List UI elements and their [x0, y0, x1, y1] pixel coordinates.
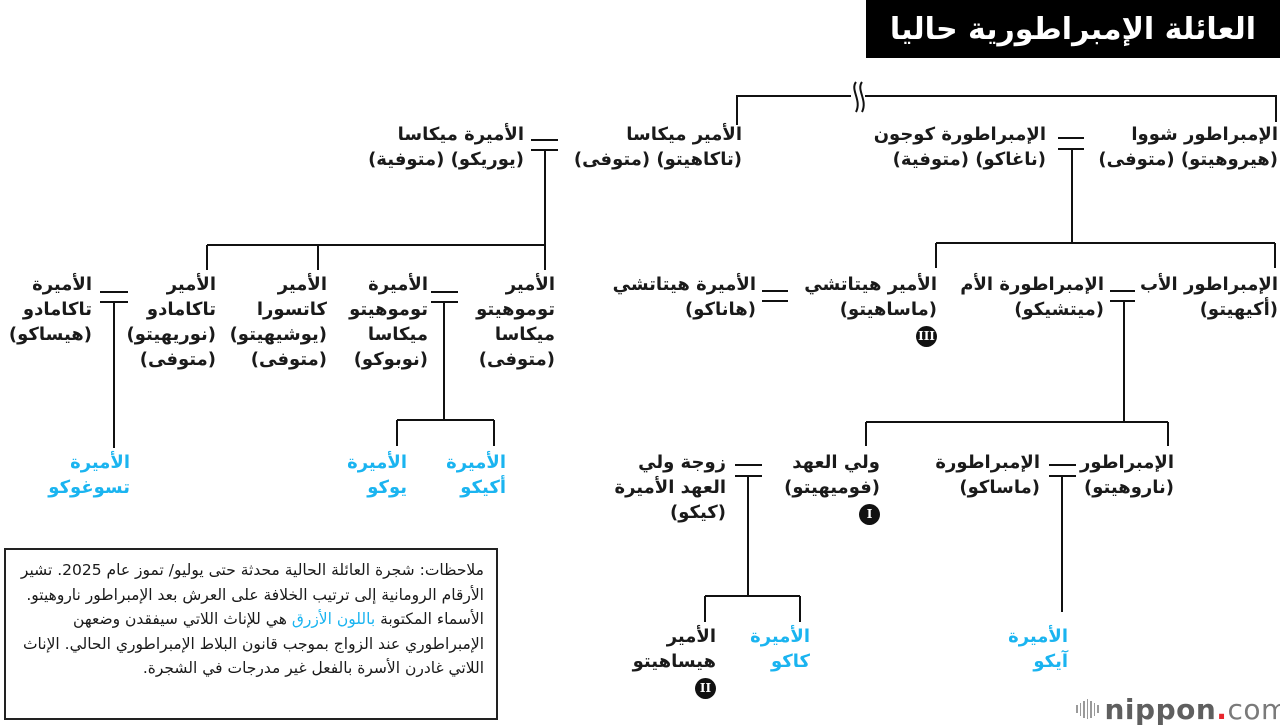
person-emperor-showa: الإمبراطور شووا (هيروهيتو) (متوفى): [1098, 122, 1278, 172]
succession-badge-icon: III: [916, 326, 937, 347]
page-title: العائلة الإمبراطورية حاليا: [866, 0, 1280, 58]
person-name: تاكامادو: [146, 299, 216, 320]
person-emperor-emeritus-akihito: الإمبراطور الأب (أكيهيتو): [1140, 272, 1278, 322]
person-name: (يوريكو) (متوفية): [368, 149, 524, 170]
person-status: (متوفى): [250, 349, 327, 370]
person-title: الأميرة هيتاتشي: [612, 274, 756, 295]
logo-dot: .: [1216, 692, 1228, 726]
person-prince-katsura: الأمير كاتسورا (يوشيهيتو) (متوفى): [230, 272, 327, 372]
person-title: الأمير: [166, 274, 216, 295]
succession-badge-icon: II: [695, 678, 716, 699]
person-name: (هيروهيتو) (متوفى): [1098, 149, 1278, 170]
person-title: الأمير ميكاسا: [626, 124, 742, 145]
person-title: الأميرة: [368, 274, 428, 295]
person-crown-prince-fumihito: ولي العهد (فوميهيتو) I: [784, 450, 880, 525]
person-title: الأمير: [505, 274, 555, 295]
person-empress-kojun: الإمبراطورة كوجون (ناغاكو) (متوفية): [874, 122, 1046, 172]
person-emperor-naruhito: الإمبراطور (ناروهيتو): [1080, 450, 1174, 500]
person-name-given: (يوشيهيتو): [229, 324, 327, 345]
logo-tld: com: [1227, 692, 1280, 726]
person-name: آيكو: [1033, 651, 1068, 672]
succession-badge-wrapper: II: [633, 674, 716, 699]
person-prince-tomohito: الأمير توموهيتو ميكاسا (متوفى): [476, 272, 555, 372]
person-name-given: (هيساكو): [8, 324, 92, 345]
person-princess-hitachi: الأميرة هيتاتشي (هاناكو): [613, 272, 756, 322]
person-title: الإمبراطورة كوجون: [873, 124, 1046, 145]
person-title: زوجة ولي: [638, 452, 726, 473]
person-name: (كيكو): [669, 502, 726, 523]
notes-text-continued: هي للإناث اللاتي سيفقدن وضعهن الإمبراطور…: [22, 610, 484, 677]
sound-wave-icon: [1076, 699, 1099, 719]
succession-badge-wrapper: I: [784, 500, 880, 525]
person-name: (ناروهيتو): [1084, 477, 1174, 498]
person-prince-hitachi: الأمير هيتاتشي (ماساهيتو) III: [804, 272, 937, 347]
break-mark-icon: [853, 81, 865, 113]
person-status: (متوفى): [478, 349, 555, 370]
person-name: أكيكو: [460, 477, 506, 498]
person-title: الأمير: [666, 626, 716, 647]
person-princess-akiko: الأميرة أكيكو: [446, 450, 506, 500]
person-name: (هاناكو): [685, 299, 756, 320]
person-name: كاتسورا: [256, 299, 327, 320]
person-name: (ناغاكو) (متوفية): [892, 149, 1046, 170]
person-princess-kako: الأميرة كاكو: [750, 624, 810, 674]
person-empress-masako: الإمبراطورة (ماساكو): [935, 450, 1040, 500]
person-title: ولي العهد: [792, 452, 880, 473]
person-name: (أكيهيتو): [1199, 299, 1278, 320]
person-name: كاكو: [771, 651, 810, 672]
person-title: الأميرة: [347, 452, 407, 473]
person-title: الأميرة: [446, 452, 506, 473]
person-prince-takamado: الأمير تاكامادو (نوريهيتو) (متوفى): [127, 272, 216, 372]
person-title: الإمبراطور شووا: [1131, 124, 1278, 145]
person-empress-emerita-michiko: الإمبراطورة الأم (ميتشيكو): [960, 272, 1104, 322]
person-princess-aiko: الأميرة آيكو: [1008, 624, 1068, 674]
person-name: توموهيتو: [349, 299, 428, 320]
person-princess-yoko: الأميرة يوكو: [347, 450, 407, 500]
person-name: هيساهيتو: [632, 651, 716, 672]
person-name: تاكامادو: [22, 299, 92, 320]
person-crown-princess-kiko: زوجة ولي العهد الأميرة (كيكو): [614, 450, 726, 525]
notes-text: ملاحظات: شجرة العائلة الحالية محدثة حتى …: [20, 561, 484, 628]
person-princess-tsuguko: الأميرة تسوغوكو: [48, 450, 130, 500]
person-house: ميكاسا: [494, 324, 555, 345]
person-princess-takamado: الأميرة تاكامادو (هيساكو): [9, 272, 92, 347]
person-title-2: العهد الأميرة: [614, 477, 726, 498]
nippon-logo: nippon.com: [1076, 692, 1280, 726]
person-title: الأميرة: [70, 452, 130, 473]
person-title: الأميرة: [32, 274, 92, 295]
person-name: (ماساكو): [959, 477, 1040, 498]
notes-box: ملاحظات: شجرة العائلة الحالية محدثة حتى …: [4, 548, 498, 720]
person-title: الإمبراطور: [1079, 452, 1174, 473]
succession-badge-wrapper: III: [804, 322, 937, 347]
person-name: (ميتشيكو): [1014, 299, 1104, 320]
logo-brand: nippon: [1104, 692, 1217, 726]
person-name: يوكو: [367, 477, 407, 498]
person-name: تسوغوكو: [48, 477, 130, 498]
person-title: الأمير هيتاتشي: [804, 274, 937, 295]
person-prince-mikasa: الأمير ميكاسا (تاكاهيتو) (متوفى): [574, 122, 742, 172]
person-title: الأميرة: [1008, 626, 1068, 647]
title-text: العائلة الإمبراطورية حاليا: [889, 11, 1257, 47]
person-name-given: (نوريهيتو): [126, 324, 216, 345]
person-name-given: (نوبوكو): [353, 349, 428, 370]
notes-blue-highlight: باللون الأزرق: [291, 610, 376, 628]
person-title: الأميرة: [750, 626, 810, 647]
person-name: (ماساهيتو): [839, 299, 937, 320]
person-title: الإمبراطور الأب: [1140, 274, 1278, 295]
person-status: (متوفى): [139, 349, 216, 370]
person-name: (تاكاهيتو) (متوفى): [573, 149, 742, 170]
person-name: توموهيتو: [476, 299, 555, 320]
person-house: ميكاسا: [367, 324, 428, 345]
person-princess-nobuko: الأميرة توموهيتو ميكاسا (نوبوكو): [349, 272, 428, 372]
person-prince-hisahito: الأمير هيساهيتو II: [633, 624, 716, 699]
person-princess-mikasa: الأميرة ميكاسا (يوريكو) (متوفية): [368, 122, 524, 172]
person-name: (فوميهيتو): [784, 477, 880, 498]
person-title: الأمير: [277, 274, 327, 295]
person-title: الإمبراطورة الأم: [960, 274, 1104, 295]
succession-badge-icon: I: [859, 504, 880, 525]
person-title: الأميرة ميكاسا: [397, 124, 524, 145]
person-title: الإمبراطورة: [935, 452, 1040, 473]
